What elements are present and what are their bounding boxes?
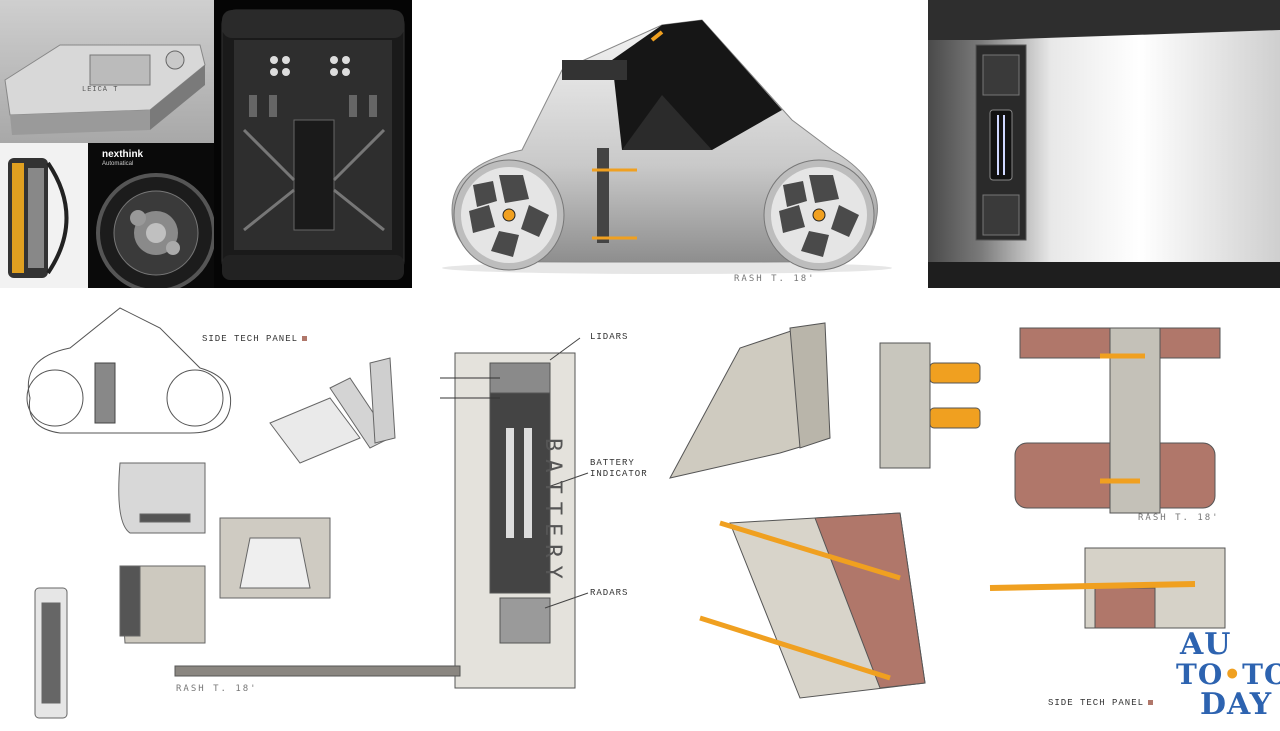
red-square-icon-bottom	[1148, 700, 1153, 705]
vehicle-illustration	[442, 19, 892, 274]
side-tech-panel-label-bottom: SIDE TECH PANEL	[1048, 698, 1145, 708]
watch-subtitle: Automatical	[102, 161, 134, 167]
watermark-line3: DAY	[1200, 687, 1273, 722]
callout-battery-indicator: BATTERY INDICATOR	[590, 458, 648, 479]
camera-photo: LEICA T	[0, 0, 214, 143]
sketch-signature-right: RASH T. 18'	[1138, 513, 1220, 523]
watch-side-illustration	[8, 158, 69, 278]
sketch-signature-left: RASH T. 18'	[176, 684, 258, 694]
tech-panel-sketch	[174, 352, 576, 689]
vehicle-render: RASH T. 18'	[412, 0, 928, 288]
watch-face-illustration	[96, 173, 214, 288]
watch-side-photo	[0, 143, 88, 288]
rear-wheel	[763, 159, 875, 271]
callout-lidars: LIDARS	[590, 332, 629, 342]
camera-engraving: LEICA T	[82, 86, 119, 94]
side-tech-panel-label: SIDE TECH PANEL	[202, 334, 299, 344]
watch-face-photo: nexthink Automatical	[88, 143, 214, 288]
callout-radars: RADARS	[590, 588, 629, 598]
watermark-line1: AU	[1180, 627, 1232, 662]
right-side-sketches	[669, 322, 1226, 699]
exploded-door-sketch	[269, 357, 396, 464]
autotoday-watermark: AU TO•TO DAY	[1176, 630, 1280, 720]
mac-pro-illustration	[221, 9, 405, 280]
sketch-drawings	[26, 307, 1226, 719]
watermark-dot-icon: •	[1223, 658, 1243, 691]
battery-vertical-text: BATTERY	[540, 438, 565, 587]
door-detail-sketches	[34, 462, 331, 719]
camera-illustration	[4, 44, 206, 135]
red-square-icon	[302, 336, 307, 341]
sketch-sheet: SIDE TECH PANEL LIDARS BATTERY INDICATOR…	[0, 288, 1280, 731]
mac-pro-internals-photo	[214, 0, 412, 288]
watermark-line2: TO•TO	[1176, 658, 1280, 691]
side-panel-closeup	[928, 0, 1280, 288]
render-signature: RASH T. 18'	[734, 274, 816, 284]
watch-brand: nexthink	[102, 149, 144, 160]
car-outline-sketch	[26, 307, 232, 434]
front-wheel	[453, 159, 565, 271]
side-panel-illustration	[928, 0, 1280, 288]
